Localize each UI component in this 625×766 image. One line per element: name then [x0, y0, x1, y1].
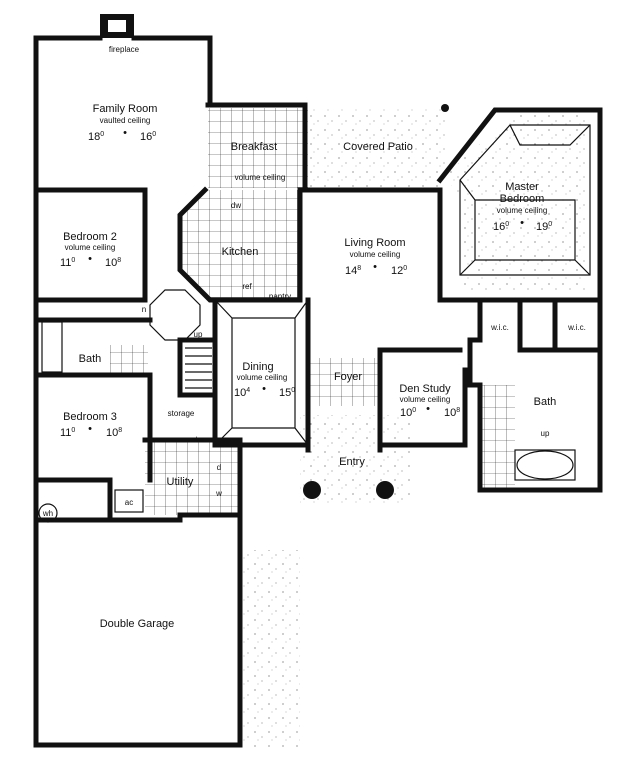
dryer-label: d — [217, 463, 221, 472]
patio-column — [441, 104, 449, 112]
fireplace-label: fireplace — [109, 45, 140, 54]
dining-sep: • — [262, 383, 266, 395]
driveway-speck — [240, 550, 300, 750]
pantry-label: pantry — [269, 292, 291, 301]
entry-label: Entry — [339, 456, 365, 468]
covered-patio-label: Covered Patio — [343, 141, 413, 153]
master-bedroom-width: 160 — [493, 221, 509, 233]
kitchen-label: Kitchen — [222, 246, 259, 258]
bedroom2-note: volume ceiling — [65, 243, 116, 252]
dining-width: 104 — [234, 387, 250, 399]
family-room-width: 180 — [88, 131, 104, 143]
master-bath-label: Bath — [534, 396, 557, 408]
family-room-label: Family Room — [93, 103, 158, 115]
hall-bath-walls — [33, 372, 153, 483]
kitchen-tile — [180, 190, 300, 300]
dishwasher-label: dw — [231, 201, 241, 210]
stairs-up-label: up — [194, 330, 203, 339]
family-room-south — [33, 187, 148, 303]
master-tub — [516, 450, 574, 480]
living-room-width: 148 — [345, 265, 361, 277]
wic-right-label: w.i.c. — [567, 323, 586, 332]
master-bedroom-inner — [459, 124, 591, 276]
foyer-walls — [305, 402, 383, 453]
ac-unit — [114, 489, 144, 513]
ref-label: ref — [242, 282, 252, 291]
bedroom3-label: Bedroom 3 — [63, 411, 117, 423]
bedroom3-walls — [33, 477, 113, 523]
master-ceiling-lines — [459, 124, 591, 276]
utility-label: Utility — [167, 476, 194, 488]
wh-label: wh — [42, 509, 53, 518]
n-label: n — [142, 305, 146, 314]
den-study-note: volume ceiling — [400, 395, 451, 404]
family-room-walls — [33, 35, 213, 108]
living-room-label: Living Room — [344, 237, 405, 249]
wic-left-label: w.i.c. — [490, 323, 509, 332]
utility-walls — [142, 437, 243, 518]
double-garage-label: Double Garage — [100, 618, 175, 630]
family-room-sep: • — [123, 127, 127, 139]
stor-label: stor — [191, 435, 205, 444]
breakfast-tile — [208, 108, 308, 188]
bedroom2-width: 110 — [60, 257, 75, 269]
storage-label: storage — [168, 409, 195, 418]
hall-bath-tile — [110, 345, 148, 373]
kitchen-walls — [177, 186, 303, 303]
den-walls — [377, 342, 473, 448]
master-floor-speck — [445, 115, 590, 290]
entry-column-right — [376, 481, 394, 499]
master-bedroom-depth: 190 — [536, 221, 552, 233]
dining-label: Dining — [242, 361, 273, 373]
dining-inner — [214, 299, 309, 446]
master-bedroom-sep: • — [520, 217, 524, 229]
bedroom2-sep: • — [88, 253, 92, 265]
hall-tub — [41, 321, 63, 373]
entry-column-left — [303, 481, 321, 499]
dining-note: volume ceiling — [237, 373, 288, 382]
family-room-depth: 160 — [140, 131, 156, 143]
dining-depth: 150 — [279, 387, 295, 399]
stair-treads — [185, 347, 212, 389]
master-bedroom-note: volume ceiling — [497, 206, 548, 215]
master-outline — [436, 107, 603, 303]
breakfast-label: Breakfast — [231, 141, 277, 153]
master-bedroom-label-1: Master — [505, 181, 539, 193]
hall-bath-label: Bath — [79, 353, 102, 365]
bedroom2-depth: 108 — [105, 257, 121, 269]
water-heater — [38, 503, 58, 523]
foyer-tile — [308, 358, 380, 406]
master-tub-deck — [514, 449, 576, 481]
den-study-label: Den Study — [399, 383, 451, 395]
living-room-sep: • — [373, 261, 377, 273]
bedroom2-label: Bedroom 2 — [63, 231, 117, 243]
den-study-width: 100 — [400, 407, 416, 419]
chimney-flue — [108, 20, 126, 32]
garage-walls — [33, 517, 243, 748]
patio-floor — [305, 108, 445, 188]
master-bath-up-label: up — [541, 429, 550, 438]
bedroom3-width: 110 — [60, 427, 75, 439]
den-study-sep: • — [426, 403, 430, 415]
washer-label: w — [215, 489, 222, 498]
bedroom2-walls — [33, 297, 153, 323]
bedroom3-sep: • — [88, 423, 92, 435]
stair-walls — [177, 337, 218, 398]
utility-tile — [145, 440, 240, 515]
ac-label: ac — [125, 498, 133, 507]
octagon-hall — [149, 289, 201, 341]
bedroom3-depth: 108 — [106, 427, 122, 439]
family-room-note: vaulted ceiling — [100, 116, 151, 125]
den-study-depth: 108 — [444, 407, 460, 419]
foyer-label: Foyer — [334, 371, 362, 383]
master-bath-tile — [480, 385, 515, 490]
living-room-note: volume ceiling — [350, 250, 401, 259]
master-bedroom-label-2: Bedroom — [500, 193, 545, 205]
wic-walls — [467, 297, 603, 493]
living-room-depth: 120 — [391, 265, 407, 277]
breakfast-ceiling: volume ceiling — [235, 173, 286, 182]
